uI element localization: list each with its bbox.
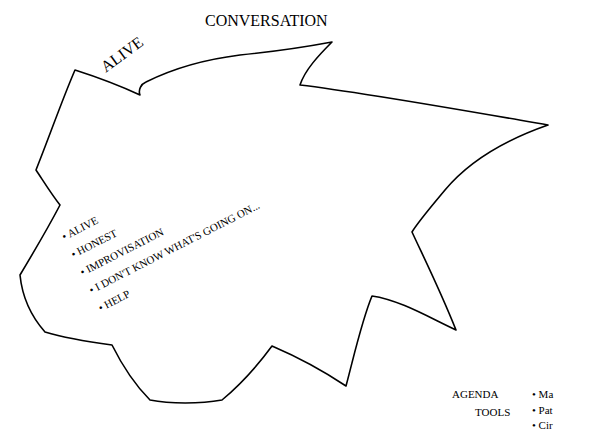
list-item: • Ma xyxy=(532,388,553,400)
section-label: AGENDA xyxy=(452,388,498,400)
list-item: • Cir xyxy=(532,419,553,431)
blob-path xyxy=(20,42,548,403)
bullet-list: • ALIVE• HONEST• IMPROVISATION• I DON'T … xyxy=(58,142,272,317)
heading-label: CONVERSATION xyxy=(205,12,328,30)
section-label: TOOLS xyxy=(475,406,510,418)
heading-label: ALIVE xyxy=(97,33,146,76)
list-item: • Pat xyxy=(532,404,553,416)
blob-shape: • ALIVE• HONEST• IMPROVISATION• I DON'T … xyxy=(15,35,560,410)
